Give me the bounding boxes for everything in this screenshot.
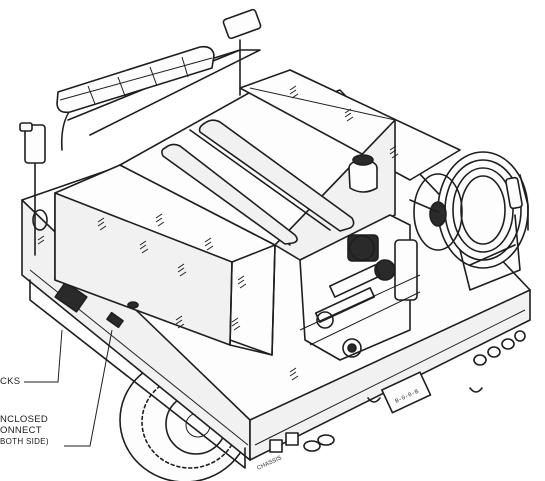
hose-reel (409, 151, 529, 291)
roof-light-bar (56, 45, 215, 114)
headache-rack (19, 8, 262, 256)
callout-enclosed-connect: NCLOSED ONNECT BOTH SIDE) (0, 414, 49, 446)
rear-bumper-details (269, 330, 526, 453)
fill-cap (348, 154, 378, 193)
callout-cks: CKS (0, 376, 21, 387)
tread-plate-marks (37, 85, 399, 381)
callout-leaders (24, 329, 113, 447)
side-rail (29, 279, 246, 469)
tailgate-lettering: CHASSIS (256, 455, 282, 472)
pump-assembly (299, 214, 421, 361)
side-compartment-left (32, 164, 276, 356)
